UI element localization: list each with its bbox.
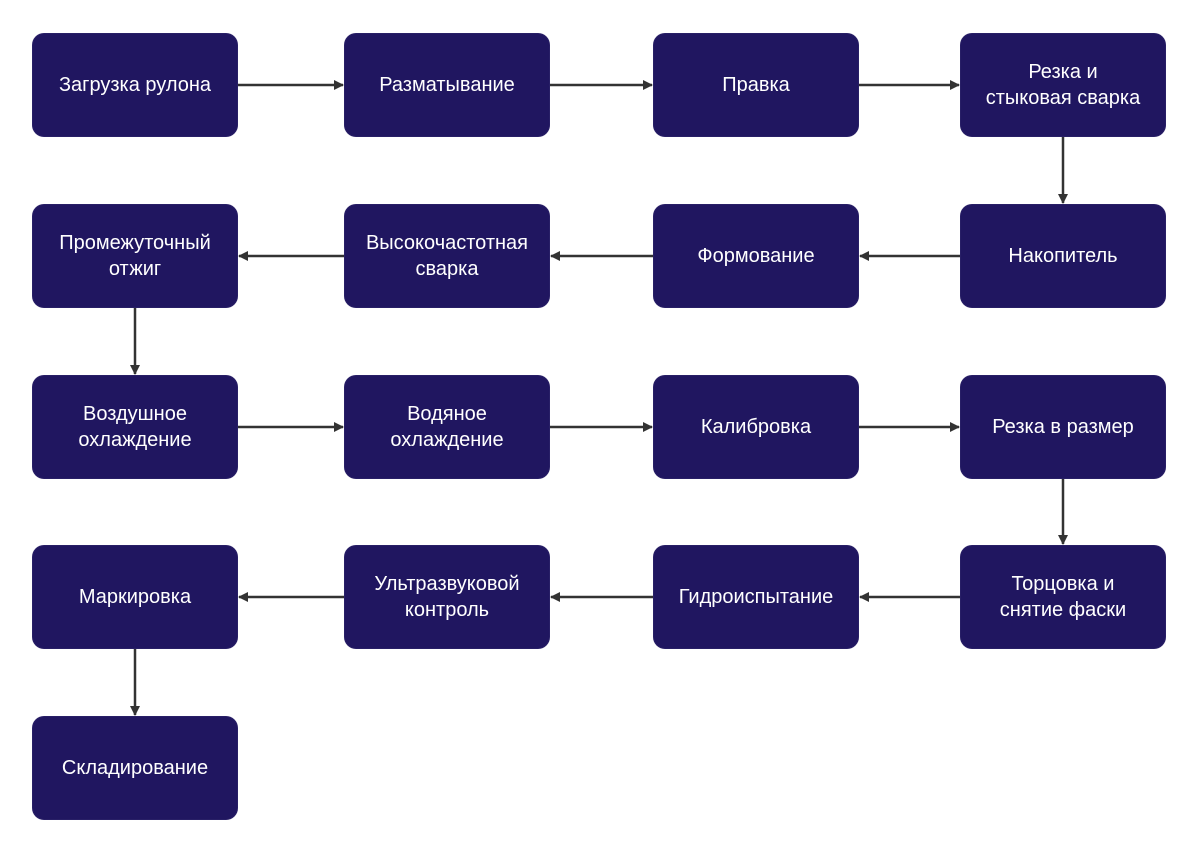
node-hf-welding: Высокочастотная сварка [344,204,550,308]
node-uncoiling: Разматывание [344,33,550,137]
node-straightening: Правка [653,33,859,137]
node-accumulator: Накопитель [960,204,1166,308]
node-water-cooling: Водяное охлаждение [344,375,550,479]
node-facing-chamfering: Торцовка и снятие фаски [960,545,1166,649]
node-sizing: Калибровка [653,375,859,479]
node-intermediate-annealing: Промежуточный отжиг [32,204,238,308]
node-coil-loading: Загрузка рулона [32,33,238,137]
node-cutting-butt-welding: Резка и стыковая сварка [960,33,1166,137]
node-air-cooling: Воздушное охлаждение [32,375,238,479]
node-cut-to-length: Резка в размер [960,375,1166,479]
node-ultrasonic-testing: Ультразвуковой контроль [344,545,550,649]
node-forming: Формование [653,204,859,308]
node-warehousing: Складирование [32,716,238,820]
node-hydrotest: Гидроиспытание [653,545,859,649]
node-marking: Маркировка [32,545,238,649]
